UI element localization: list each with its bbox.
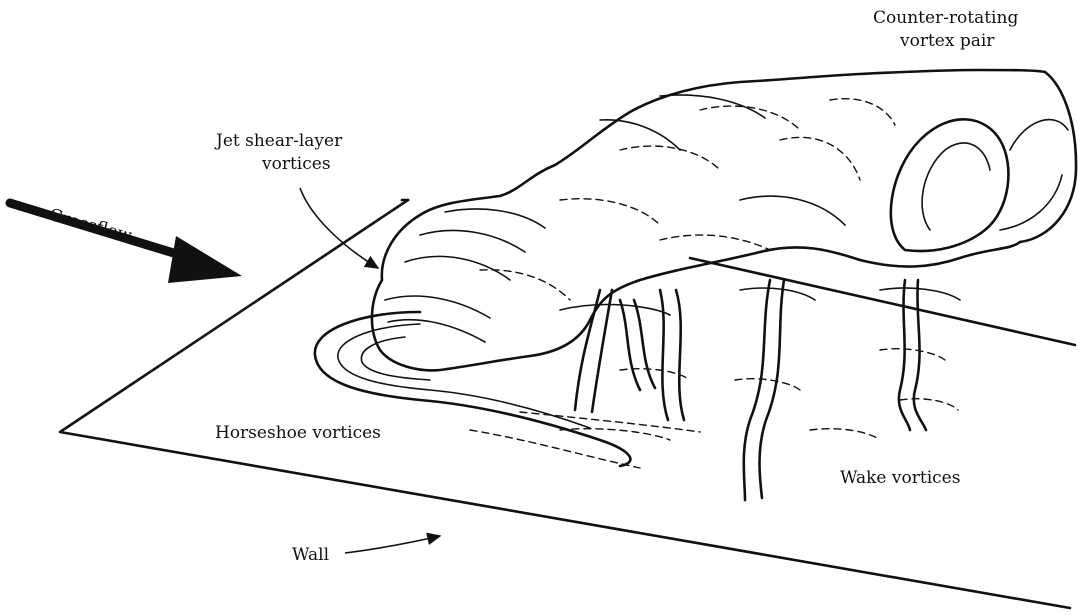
label-wall: Wall (292, 545, 329, 566)
label-counter-rotating-line2: vortex pair (900, 31, 994, 52)
label-horseshoe-vortices: Horseshoe vortices (215, 423, 381, 444)
label-wake-vortices: Wake vortices (840, 468, 960, 489)
label-counter-rotating-line1: Counter-rotating (873, 8, 1018, 29)
label-jet-shear-line2: vortices (262, 154, 331, 175)
label-jet-shear-line1: Jet shear-layer (216, 131, 342, 152)
jet-body (372, 70, 1076, 370)
